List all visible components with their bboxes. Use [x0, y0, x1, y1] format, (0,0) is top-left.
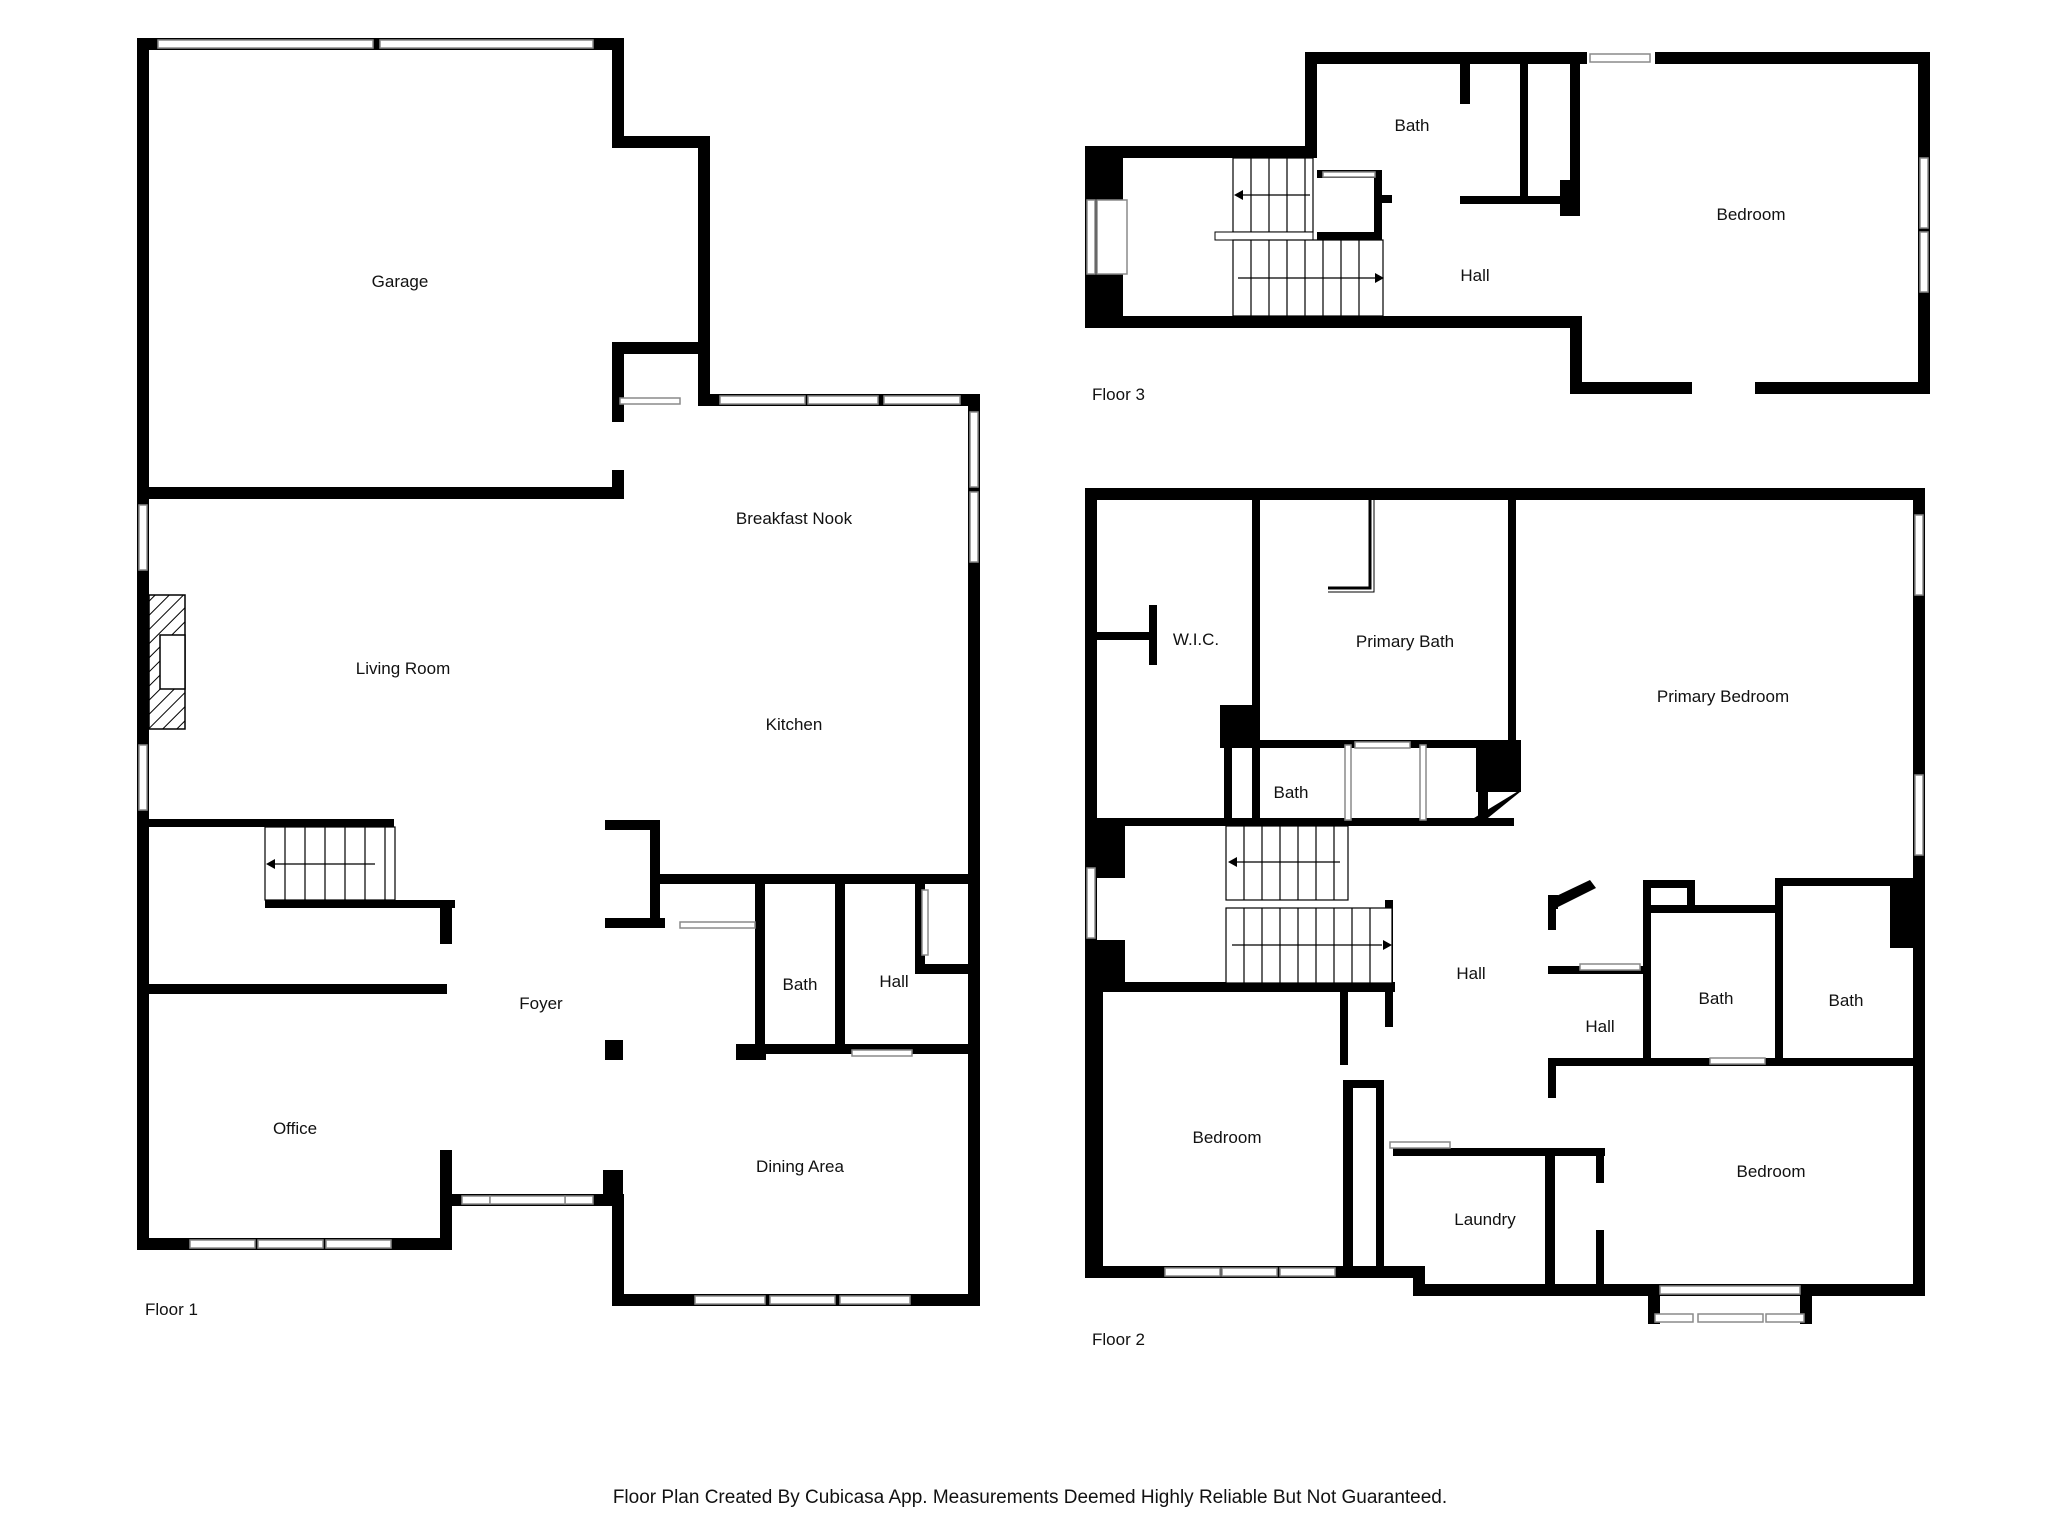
footer-disclaimer: Floor Plan Created By Cubicasa App. Meas… — [613, 1487, 1447, 1508]
room-label-floor2-bedroom-right: Bedroom — [1737, 1162, 1806, 1181]
room-label-floor3-bath: Bath — [1395, 116, 1430, 135]
diagonal-wall — [1474, 790, 1520, 826]
floor-3-walls — [1085, 52, 1930, 394]
floor-2-stairs — [1225, 825, 1393, 984]
floor-2-label: Floor 2 — [1092, 1330, 1145, 1349]
room-label-garage: Garage — [372, 272, 429, 291]
room-label-floor2-hall: Hall — [1456, 964, 1485, 983]
floor-1-windows — [138, 39, 979, 1305]
room-label-floor1-hall: Hall — [879, 972, 908, 991]
floor-1-walls — [137, 38, 980, 1306]
floor-3-plan — [1085, 52, 1930, 394]
floor-1-label: Floor 1 — [145, 1300, 198, 1319]
room-label-wic: W.I.C. — [1173, 630, 1219, 649]
floor-3-stairs — [1214, 157, 1384, 317]
room-label-dining-area: Dining Area — [756, 1157, 844, 1176]
floor-1-stairs — [264, 826, 396, 901]
room-label-floor2-bath-right: Bath — [1829, 991, 1864, 1010]
room-label-floor1-bath: Bath — [783, 975, 818, 994]
room-label-foyer: Foyer — [519, 994, 563, 1013]
floor-2-walls — [1085, 488, 1925, 1324]
fireplace — [148, 594, 186, 730]
floor-2-plan — [1085, 488, 1925, 1324]
room-label-floor2-hall-small: Hall — [1585, 1017, 1614, 1036]
room-label-floor2-bath-small: Bath — [1274, 783, 1309, 802]
room-label-floor3-hall: Hall — [1460, 266, 1489, 285]
floor-3-label: Floor 3 — [1092, 385, 1145, 404]
room-label-floor3-bedroom: Bedroom — [1717, 205, 1786, 224]
floor-labels: Floor 1 Floor 2 Floor 3 — [145, 385, 1145, 1349]
floor-2-windows — [1086, 514, 1924, 1323]
room-label-breakfast-nook: Breakfast Nook — [736, 509, 853, 528]
room-label-floor2-bedroom-left: Bedroom — [1193, 1128, 1262, 1147]
room-label-primary-bath: Primary Bath — [1356, 632, 1454, 651]
floor-3-windows — [1086, 53, 1929, 293]
column — [605, 1040, 623, 1058]
shower-wall — [1328, 500, 1372, 590]
room-label-laundry: Laundry — [1454, 1210, 1516, 1229]
room-labels: Garage Breakfast Nook Living Room Kitche… — [273, 116, 1864, 1229]
room-label-kitchen: Kitchen — [766, 715, 823, 734]
floor-1-plan — [137, 38, 980, 1306]
room-label-floor2-bath-center: Bath — [1699, 989, 1734, 1008]
room-label-primary-bedroom: Primary Bedroom — [1657, 687, 1789, 706]
room-label-office: Office — [273, 1119, 317, 1138]
room-label-living-room: Living Room — [356, 659, 451, 678]
